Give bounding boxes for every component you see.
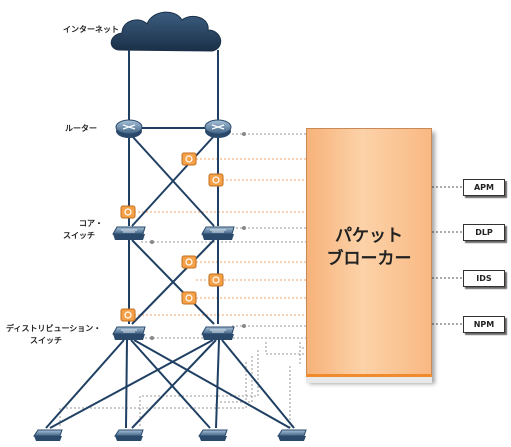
packet-broker-line1: パケット <box>335 226 403 246</box>
tool-npm: NPM <box>463 316 505 333</box>
switch-icon <box>201 226 235 240</box>
tap-icon <box>181 255 197 269</box>
tap-icon <box>181 291 197 305</box>
router-icon <box>204 119 232 138</box>
switch-icon <box>201 326 235 340</box>
packet-broker-base <box>306 374 432 383</box>
tap-icon <box>208 273 224 287</box>
tap-lines <box>134 158 306 316</box>
router-label: ルーター <box>65 124 97 133</box>
tap-icon <box>181 152 197 166</box>
internet-label: インターネット <box>63 25 119 34</box>
core-switch-label-line2: スイッチ <box>63 231 95 240</box>
packet-broker-label: パケット ブローカー <box>307 225 431 271</box>
tool-links <box>432 186 463 325</box>
span-endpoints <box>150 132 246 340</box>
switch-icon <box>198 429 228 441</box>
tool-ids: IDS <box>463 270 505 287</box>
cloud-icon <box>110 11 222 52</box>
core-switch-label-line1: コア・ <box>79 219 103 228</box>
tap-icon <box>208 173 224 187</box>
switch-icon <box>112 226 146 240</box>
packet-broker: パケット ブローカー <box>306 128 432 380</box>
switch-icon <box>33 429 63 441</box>
switch-icon <box>277 429 307 441</box>
span-lines <box>59 133 306 428</box>
dist-switch-label-line2: スイッチ <box>30 336 62 345</box>
tool-apm: APM <box>463 179 505 196</box>
network-links <box>45 50 295 429</box>
router-icon <box>115 119 143 138</box>
packet-broker-line2: ブローカー <box>326 249 412 269</box>
tap-icon <box>120 205 136 219</box>
switch-icon <box>114 429 144 441</box>
tap-icon <box>120 308 136 322</box>
switch-icon <box>112 326 146 340</box>
tool-dlp: DLP <box>463 224 505 241</box>
dist-switch-label-line1: ディストリビューション・ <box>6 324 102 333</box>
